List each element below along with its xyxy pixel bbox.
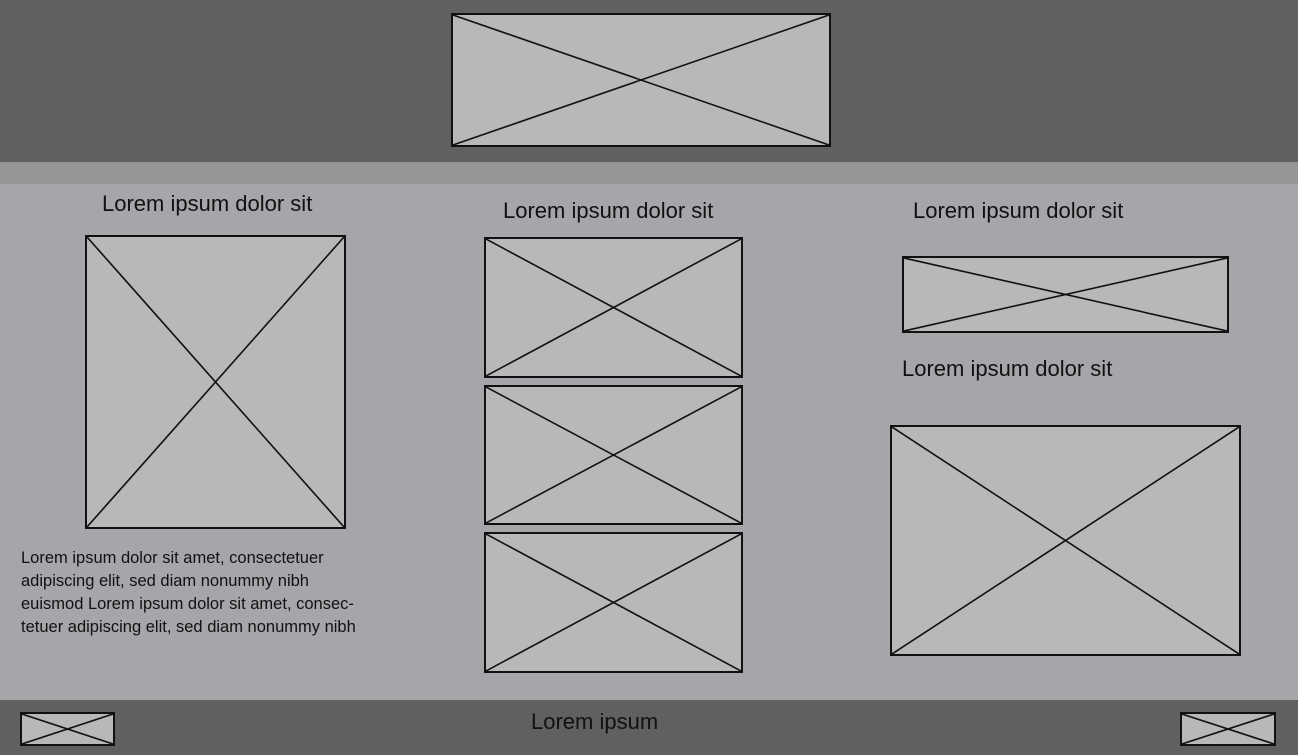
left-column-paragraph: Lorem ipsum dolor sit amet, consectetuer… bbox=[21, 547, 356, 639]
middle-image-1[interactable] bbox=[484, 237, 743, 378]
header-banner-image[interactable] bbox=[451, 13, 831, 147]
footer-text: Lorem ipsum bbox=[531, 709, 659, 734]
right-image-large[interactable] bbox=[890, 425, 1241, 656]
footer-bar bbox=[0, 700, 1298, 755]
footer-left-image[interactable] bbox=[20, 712, 115, 746]
paragraph-line: euismod Lorem ipsum dolor sit amet, cons… bbox=[21, 595, 354, 613]
footer-right-image[interactable] bbox=[1180, 712, 1276, 746]
paragraph-line: Lorem ipsum dolor sit amet, consectetuer bbox=[21, 549, 324, 567]
paragraph-line: tetuer adipiscing elit, sed diam nonummy… bbox=[21, 618, 356, 636]
right-column-title: Lorem ipsum dolor sit bbox=[913, 198, 1124, 223]
nav-strip bbox=[0, 162, 1298, 184]
paragraph-line: adipiscing elit, sed diam nonummy nibh bbox=[21, 572, 309, 590]
middle-column-title: Lorem ipsum dolor sit bbox=[503, 198, 714, 223]
right-image-small[interactable] bbox=[902, 256, 1229, 333]
right-column-title-2: Lorem ipsum dolor sit bbox=[902, 356, 1113, 381]
left-column-title: Lorem ipsum dolor sit bbox=[102, 191, 313, 216]
left-column-image[interactable] bbox=[85, 235, 346, 529]
middle-image-2[interactable] bbox=[484, 385, 743, 525]
middle-image-3[interactable] bbox=[484, 532, 743, 673]
